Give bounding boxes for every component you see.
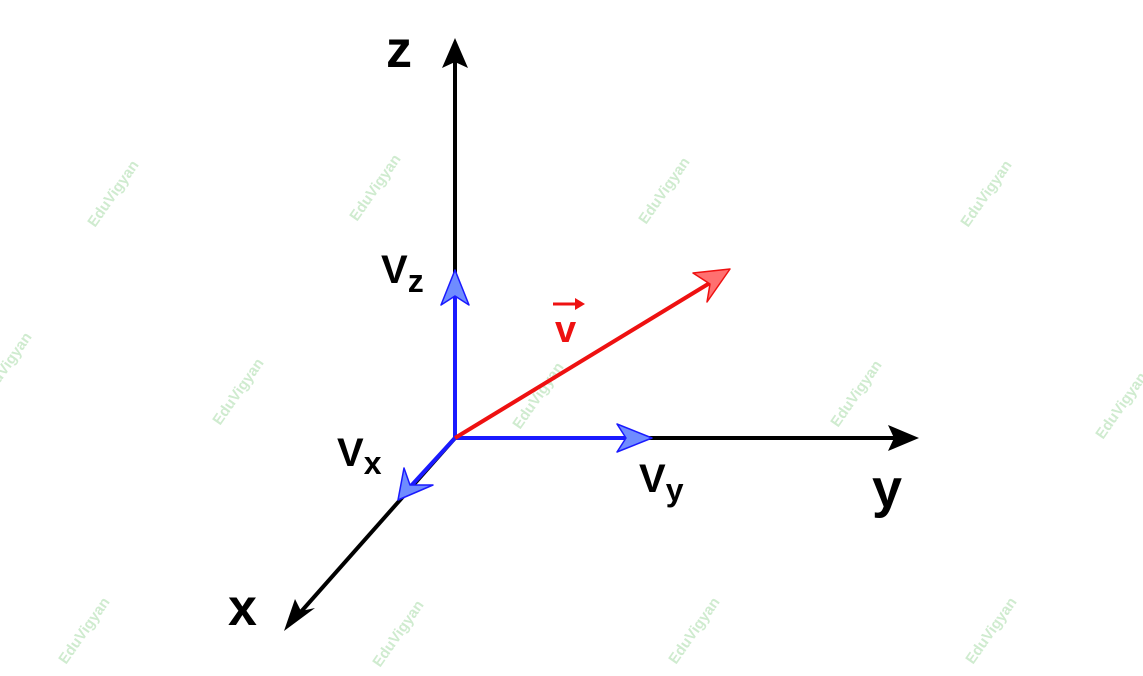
watermark: EduVigyan (346, 151, 404, 224)
vx-label: Vx (337, 431, 382, 481)
vz-component-arrowhead (440, 269, 470, 306)
watermark: EduVigyan (0, 329, 36, 402)
vx-component-line (408, 436, 457, 489)
watermark: EduVigyan (957, 157, 1015, 230)
watermark: EduVigyan (827, 357, 885, 430)
watermark: EduVigyan (665, 594, 723, 667)
watermark: EduVigyan (509, 359, 567, 432)
x-axis-arrowhead (284, 599, 315, 631)
resultant-vector (453, 268, 731, 440)
vz-label: Vz (381, 248, 424, 299)
vector-v-label-group: v (553, 298, 585, 351)
vz-label-subscript: z (408, 263, 424, 299)
vy-component-arrowhead (616, 423, 653, 453)
z-axis-label: z (386, 21, 412, 79)
vy-label-base: V (639, 457, 666, 501)
vector-v-accent-arrowhead (575, 298, 585, 310)
coordinate-axes (284, 38, 919, 631)
vector-components (397, 269, 653, 501)
vector-v-line (453, 276, 720, 440)
vx-label-base: V (337, 431, 364, 475)
vector-v-label: v (555, 309, 576, 351)
watermark: EduVigyan (1092, 369, 1143, 442)
watermark-layer: EduVigyan EduVigyan EduVigyan EduVigyan … (0, 151, 1143, 670)
z-axis-arrowhead (442, 38, 468, 68)
y-axis-arrowhead (888, 425, 919, 451)
watermark: EduVigyan (84, 157, 142, 230)
watermark: EduVigyan (55, 594, 113, 667)
vy-label: Vy (639, 457, 684, 508)
vy-label-subscript: y (666, 472, 684, 508)
vx-component-arrowhead (397, 467, 434, 501)
watermark: EduVigyan (635, 154, 693, 227)
watermark: EduVigyan (209, 355, 267, 428)
vector-v-arrowhead (692, 268, 731, 303)
x-axis-label: x (228, 579, 257, 637)
vx-label-subscript: x (364, 445, 382, 481)
watermark: EduVigyan (962, 594, 1020, 667)
y-axis-label: y (872, 459, 902, 519)
watermark: EduVigyan (369, 597, 427, 670)
vz-label-base: V (381, 248, 408, 292)
